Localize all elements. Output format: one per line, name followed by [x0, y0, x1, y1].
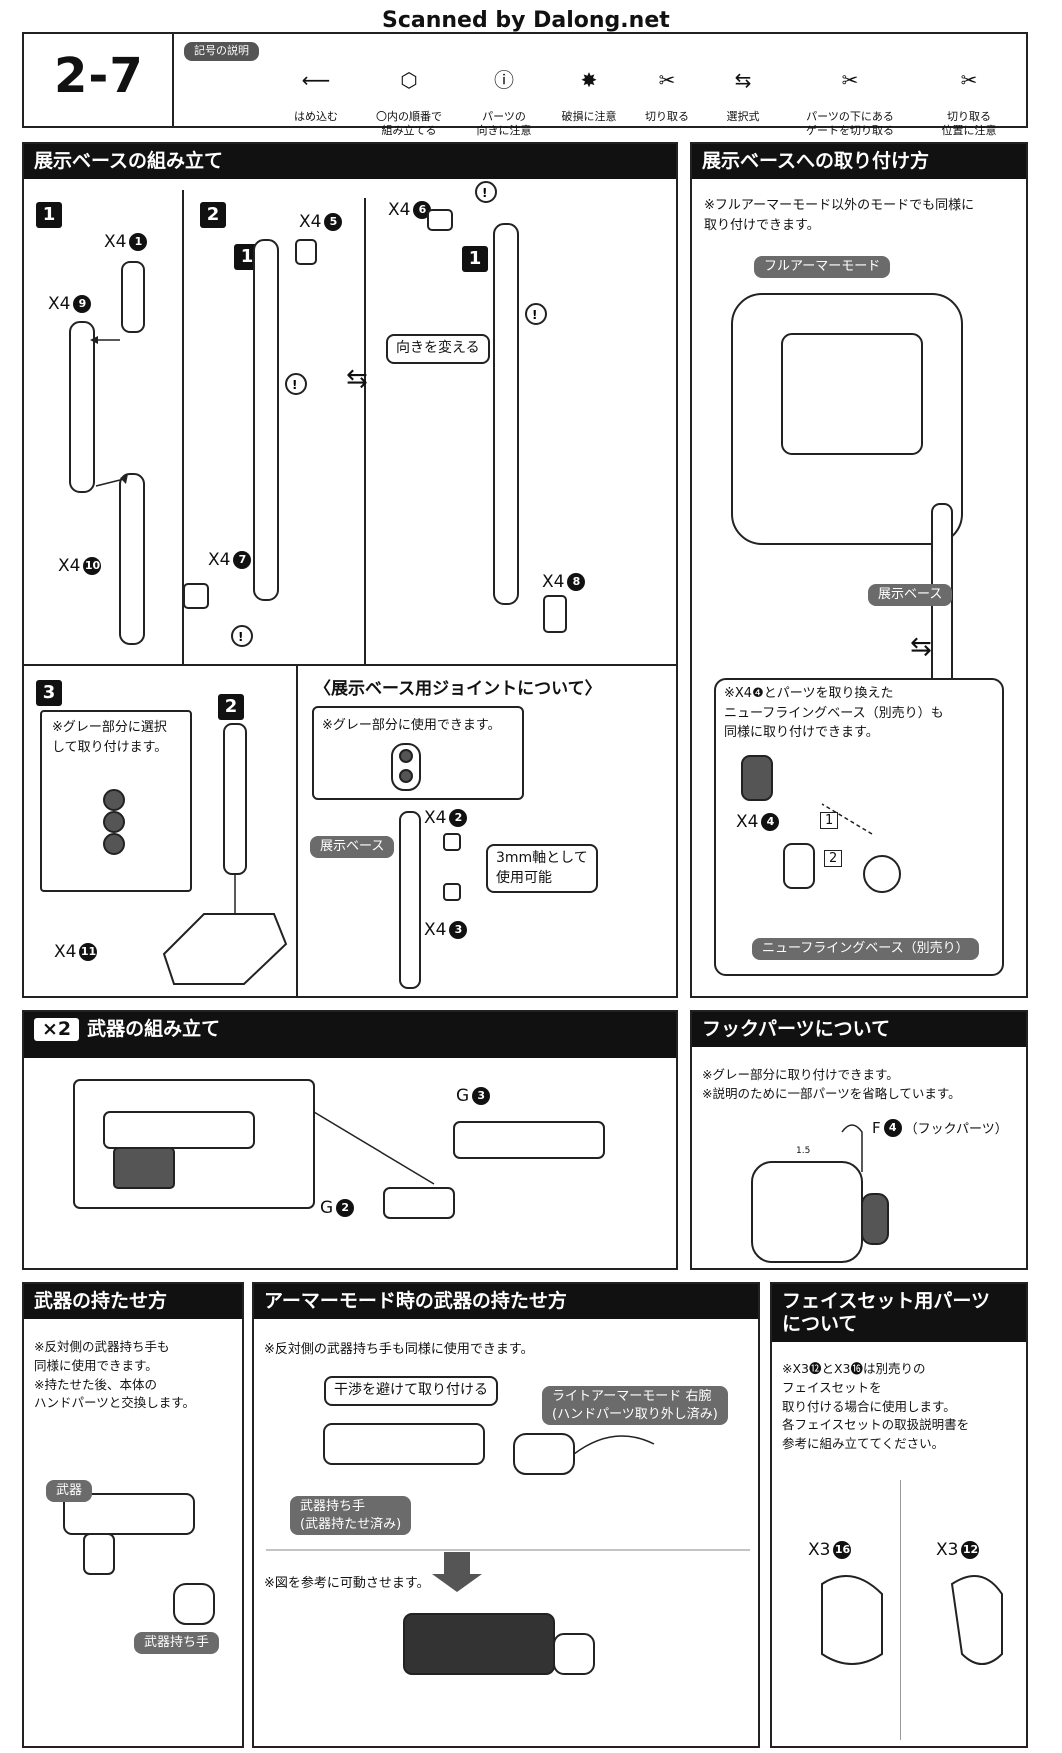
legend-title: 記号の説明: [184, 42, 259, 61]
weapon-header: ×2 武器の組み立て: [24, 1012, 676, 1058]
avoid-interference-callout: 干渉を避けて取り付ける: [324, 1376, 498, 1406]
hook-note: ※グレー部分に取り付けできます。 ※説明のために一部パーツを省略しています。: [702, 1067, 961, 1101]
select-arrow-icon: ⇆: [346, 364, 368, 394]
step-2-ref-1b: 1: [462, 246, 488, 272]
joint-gray-illustration: [391, 743, 461, 989]
legend-breakage: ✸ 破損に注意: [549, 54, 629, 124]
breakage-icon: ✸: [580, 68, 598, 93]
step-3-note: ※グレー部分に選択 して取り付けます。: [52, 720, 168, 755]
armed-hand-label: 武器持ち手 (武器持たせ済み): [290, 1496, 412, 1536]
svg-text:!: !: [532, 308, 537, 322]
gate-cut-icon: ✂: [841, 68, 859, 93]
legend-fit: ⟵ はめ込む: [276, 54, 356, 124]
seq-1-icon: 1: [820, 812, 839, 829]
step-3-ref-2: 2: [218, 694, 244, 720]
step-3-base-illustration: [103, 723, 288, 985]
weapon-label: 武器: [46, 1480, 93, 1502]
cutting-icon: ✂: [658, 68, 676, 93]
cut-position-icon: ✂: [960, 68, 978, 93]
face-note: ※X3⓬とX3⓰は別売りの フェイスセットを 取り付ける場合に使用します。 各フ…: [782, 1361, 970, 1451]
armor-hold-title: アーマーモード時の武器の持たせ方: [254, 1284, 758, 1319]
mounting-note-2: ※X4❹とパーツを取り換えた ニューフライングベース（別売り）も 同様に取り付け…: [724, 686, 944, 740]
svg-text:!: !: [292, 378, 297, 392]
step-1-chain-illustration: [69, 261, 145, 645]
armor-hold-note-2: ※図を参考に可動させます。: [264, 1576, 430, 1591]
weapon-hand-label: 武器持ち手: [134, 1632, 220, 1654]
legend-cut-position: ✂ 切り取る 位置に注意: [919, 54, 1019, 138]
step-2b-chain-illustration: ! !: [427, 181, 567, 633]
base-assembly-title: 展示ベースの組み立て: [24, 144, 676, 179]
face-title: フェイスセット用パーツ について: [772, 1284, 1026, 1342]
joint-title: 〈展示ベース用ジョイントについて〉: [314, 679, 602, 699]
step-1-number: 1: [36, 202, 62, 228]
full-armor-mode-label: フルアーマーモード: [754, 256, 891, 278]
flying-base-label: ニューフライングベース（別売り）: [752, 938, 979, 960]
joint-note: ※グレー部分に使用できます。: [322, 718, 501, 733]
hold-illustration: [63, 1493, 215, 1625]
arrow-left-icon: ⟵: [301, 68, 331, 93]
display-base-label: 展示ベース: [868, 584, 953, 606]
watermark: Scanned by Dalong.net: [382, 8, 670, 33]
legend-cut: ✂ 切り取る: [632, 54, 702, 124]
mounting-note: ※フルアーマーモード以外のモードでも同様に 取り付けできます。: [704, 198, 975, 233]
weapon-multiplier: ×2: [34, 1018, 80, 1041]
light-armor-arm-label: ライトアーマーモード 右腕 (ハンドパーツ取り外し済み): [542, 1386, 728, 1426]
armor-hold-illustration: [266, 1423, 750, 1675]
face-panel: フェイスセット用パーツ について ※X3⓬とX3⓰は別売りの フェイスセットを …: [770, 1282, 1028, 1748]
step-3-number: 3: [36, 680, 62, 706]
double-arrow-icon: ⇆: [734, 68, 752, 93]
face-parts-illustration: [821, 1575, 1003, 1665]
joint-base-label: 展示ベース: [310, 836, 395, 858]
hook-mark: 1.5: [796, 1146, 811, 1156]
hexagon-number-icon: ⬡: [400, 68, 418, 93]
hook-title: フックパーツについて: [692, 1012, 1026, 1047]
hook-panel: フックパーツについて ※グレー部分に取り付けできます。 ※説明のために一部パーツ…: [690, 1010, 1028, 1270]
step-number: 2-7: [54, 48, 144, 104]
legend-select: ⇆ 選択式: [708, 54, 778, 124]
armor-hold-note: ※反対側の武器持ち手も同様に使用できます。: [264, 1342, 534, 1357]
weapon-illustration: [73, 1079, 605, 1219]
weapon-title: 武器の組み立て: [87, 1018, 221, 1040]
hook-illustration: [751, 1124, 889, 1263]
svg-text:!: !: [238, 630, 243, 644]
armor-hold-panel: アーマーモード時の武器の持たせ方 ※反対側の武器持ち手も同様に使用できます。 干…: [252, 1282, 760, 1748]
hold-note: ※反対側の武器持ち手も 同様に使用できます。 ※持たせた後、本体の ハンドパーツ…: [34, 1339, 196, 1411]
step-2-number: 2: [200, 202, 226, 228]
svg-text:!: !: [482, 186, 487, 200]
step-2-chain-illustration: ! !: [183, 239, 317, 647]
exclamation-icon: ⓘ: [494, 68, 514, 93]
hold-panel: 武器の持たせ方 ※反対側の武器持ち手も 同様に使用できます。 ※持たせた後、本体…: [22, 1282, 244, 1748]
select-arrow-icon-2: ⇆: [910, 632, 932, 662]
shaft-callout: 3mm軸として 使用可能: [486, 844, 598, 894]
turn-direction-callout: 向きを変える: [386, 334, 490, 364]
mounting-panel: 展示ベースへの取り付け方 ※フルアーマーモード以外のモードでも同様に 取り付けで…: [690, 142, 1028, 998]
seq-2-icon: 2: [824, 850, 843, 867]
legend-panel: 2-7 記号の説明 ⟵ はめ込む ⬡ 〇内の順番で 組み立てる ⓘ パーツの 向…: [22, 32, 1028, 137]
legend-gate: ✂ パーツの下にある ゲートを切り取る: [790, 54, 910, 138]
flying-base-illustration: [741, 755, 901, 893]
legend-order: ⬡ 〇内の順番で 組み立てる: [364, 54, 454, 138]
legend-orientation: ⓘ パーツの 向きに注意: [464, 54, 544, 138]
hold-title: 武器の持たせ方: [24, 1284, 242, 1319]
mounting-title: 展示ベースへの取り付け方: [692, 144, 1026, 179]
